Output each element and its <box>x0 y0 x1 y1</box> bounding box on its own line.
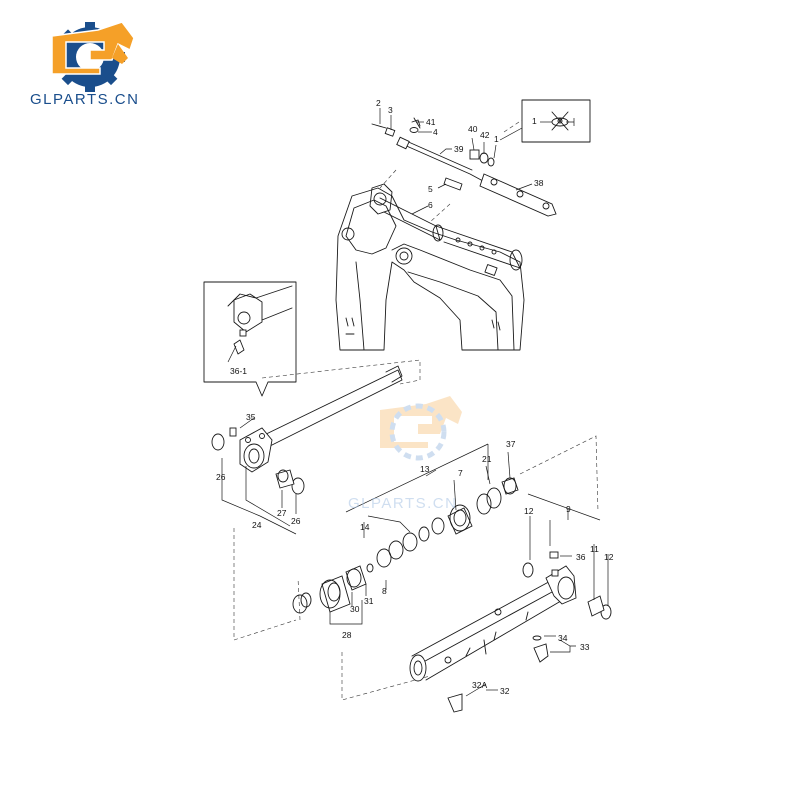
piston-rod-assembly <box>211 365 403 495</box>
callout-42: 42 <box>480 130 490 140</box>
callout-26-left: 26 <box>216 472 226 482</box>
bolt-washer-set <box>469 149 495 167</box>
callout-39: 39 <box>454 144 464 154</box>
callout-30: 30 <box>350 604 360 614</box>
callout-41: 41 <box>426 117 436 127</box>
callout-labels: 2 3 41 4 40 42 1 1 39 5 38 6 36-1 35 26 … <box>216 98 614 696</box>
brand-logo: GLPARTS.CN <box>30 21 139 108</box>
callout-36: 36 <box>576 552 586 562</box>
callout-34: 34 <box>558 633 568 643</box>
dashed-guide <box>341 652 431 701</box>
callout-1-detail: 1 <box>532 116 537 126</box>
boom-frame-assembly <box>335 183 525 351</box>
dashed-guide <box>429 203 451 223</box>
callout-9: 9 <box>566 504 571 514</box>
callout-40: 40 <box>468 124 478 134</box>
callout-5: 5 <box>428 184 433 194</box>
dashed-guide <box>503 119 523 133</box>
detail-box-36-1 <box>203 281 297 397</box>
callout-37: 37 <box>506 439 516 449</box>
callout-12-right: 12 <box>604 552 614 562</box>
cylinder-tube <box>409 551 612 713</box>
callout-4: 4 <box>433 127 438 137</box>
grease-line-39 <box>396 136 497 189</box>
callout-12-left: 12 <box>524 506 534 516</box>
bracket-plate-38 <box>479 173 557 217</box>
excavator-g-icon <box>51 21 135 75</box>
callout-32A: 32A <box>472 680 487 690</box>
callout-13: 13 <box>420 464 430 474</box>
dashed-guide <box>261 359 421 385</box>
watermark-text: GLPARTS.CN <box>348 495 457 512</box>
bolt-5 <box>443 177 463 191</box>
pin-fittings <box>371 117 421 137</box>
leader-lines <box>221 108 609 697</box>
callout-33: 33 <box>580 642 590 652</box>
dashed-guide <box>379 169 397 189</box>
callout-36-1: 36-1 <box>230 366 247 376</box>
logo-text: GLPARTS.CN <box>30 91 139 108</box>
callout-21: 21 <box>482 454 492 464</box>
callout-24: 24 <box>252 520 262 530</box>
callout-3: 3 <box>388 105 393 115</box>
callout-1: 1 <box>494 134 499 144</box>
callout-14: 14 <box>360 522 370 532</box>
callout-31: 31 <box>364 596 374 606</box>
callout-32: 32 <box>500 686 510 696</box>
callout-27: 27 <box>277 508 287 518</box>
seal-kit-parts <box>292 477 519 614</box>
callout-8: 8 <box>382 586 387 596</box>
dashed-guide <box>297 577 301 621</box>
callout-28: 28 <box>342 630 352 640</box>
callout-26-right: 26 <box>291 516 301 526</box>
detail-box-washer <box>521 99 591 143</box>
callout-7: 7 <box>458 468 463 478</box>
dashed-guide <box>519 435 599 513</box>
callout-38: 38 <box>534 178 544 188</box>
callout-11: 11 <box>590 544 599 554</box>
callout-6: 6 <box>428 200 433 210</box>
callout-35: 35 <box>246 412 256 422</box>
dashed-guide <box>233 528 297 641</box>
center-watermark: GLPARTS.CN <box>348 396 462 512</box>
callout-2: 2 <box>376 98 381 108</box>
